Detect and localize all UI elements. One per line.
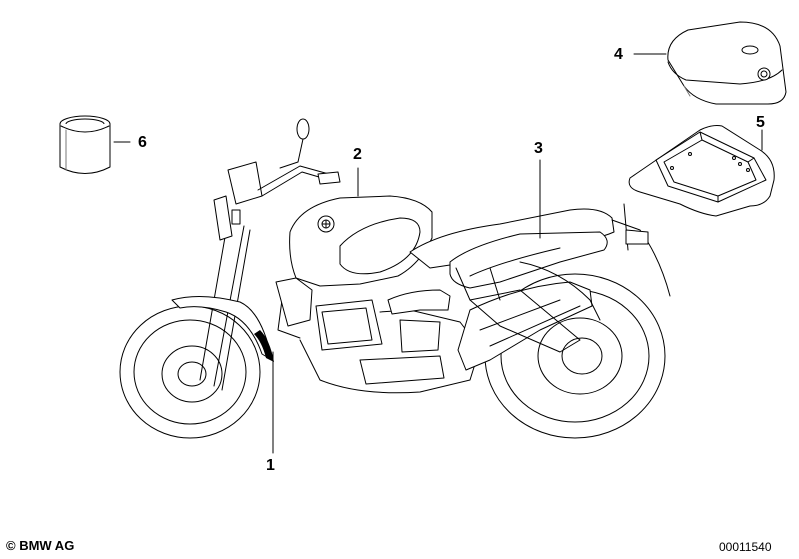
callout-3: 3 [534, 140, 543, 157]
leader-lines [113, 53, 763, 454]
part-6-tape-roll [59, 115, 111, 174]
callout-1: 1 [266, 457, 275, 474]
part-5-luggage-rack [628, 125, 775, 217]
part-1-fender-piece [254, 330, 274, 362]
motorcycle-illustration [119, 118, 671, 439]
callout-6: 6 [138, 134, 147, 151]
copyright-label: © BMW AG [6, 538, 75, 553]
callout-2: 2 [353, 146, 362, 163]
callout-5: 5 [756, 114, 765, 131]
drawing-number: 00011540 [719, 540, 772, 554]
part-4-top-case [667, 21, 787, 105]
callout-4: 4 [614, 46, 623, 63]
